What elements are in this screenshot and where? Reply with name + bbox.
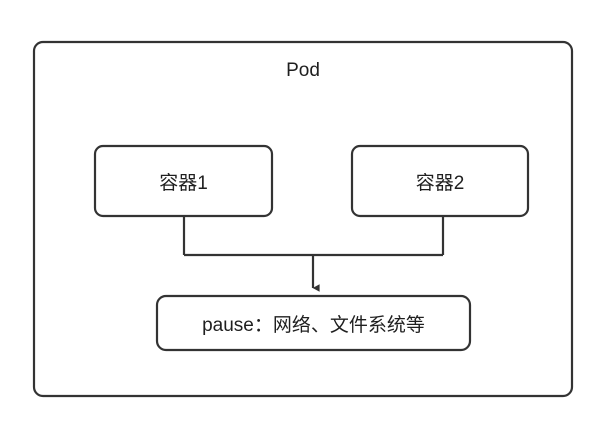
container1-box[interactable] (93, 144, 274, 218)
pause-box[interactable] (155, 294, 472, 352)
container2-box[interactable] (350, 144, 530, 218)
